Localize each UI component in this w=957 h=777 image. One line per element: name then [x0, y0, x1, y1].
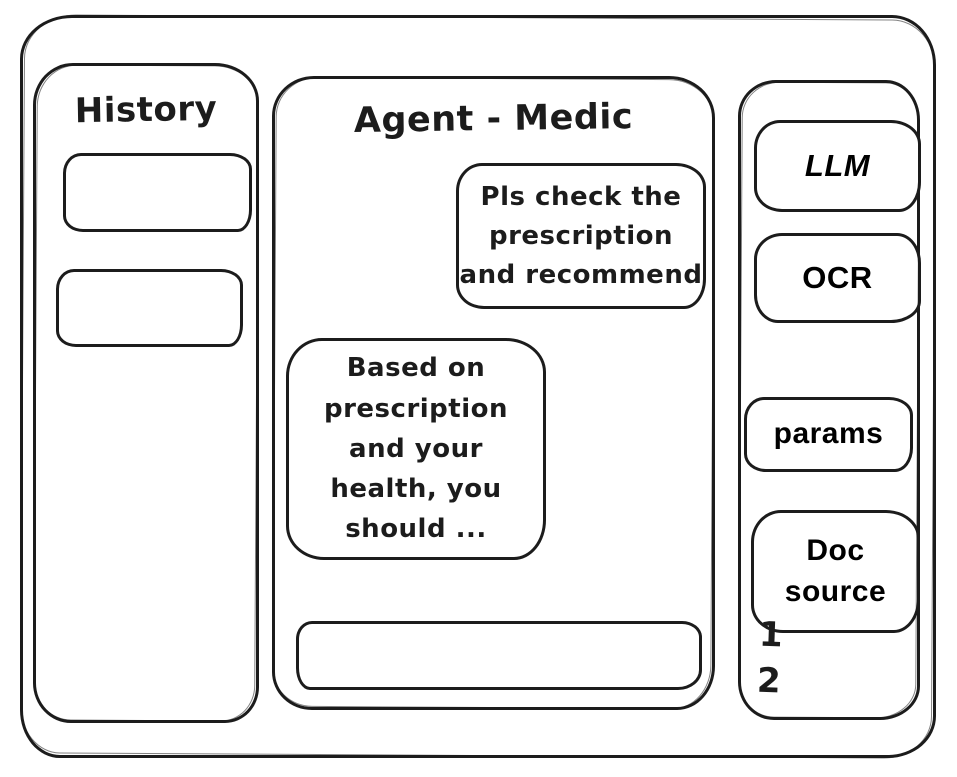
chat-panel: Agent - Medic Pls check the prescription… [272, 76, 715, 710]
doc-source-item-2[interactable]: 2 [756, 660, 782, 702]
history-item[interactable] [63, 153, 252, 232]
doc-source-item-1[interactable]: 1 [758, 614, 784, 656]
ocr-button[interactable]: OCR [754, 233, 921, 323]
history-item[interactable] [56, 269, 243, 347]
history-title: History [74, 88, 218, 132]
tools-panel: LLM OCR params Doc source 1 2 [738, 80, 921, 720]
llm-button[interactable]: LLM [754, 120, 921, 212]
doc-source-button[interactable]: Doc source [751, 510, 920, 633]
user-message-bubble: Pls check the prescription and recommend [456, 163, 706, 309]
params-button[interactable]: params [744, 397, 913, 472]
chat-input[interactable] [296, 621, 702, 690]
assistant-message-bubble: Based on prescription and your health, y… [286, 338, 546, 560]
chat-title: Agent - Medic [353, 97, 634, 141]
history-panel: History [33, 63, 259, 723]
